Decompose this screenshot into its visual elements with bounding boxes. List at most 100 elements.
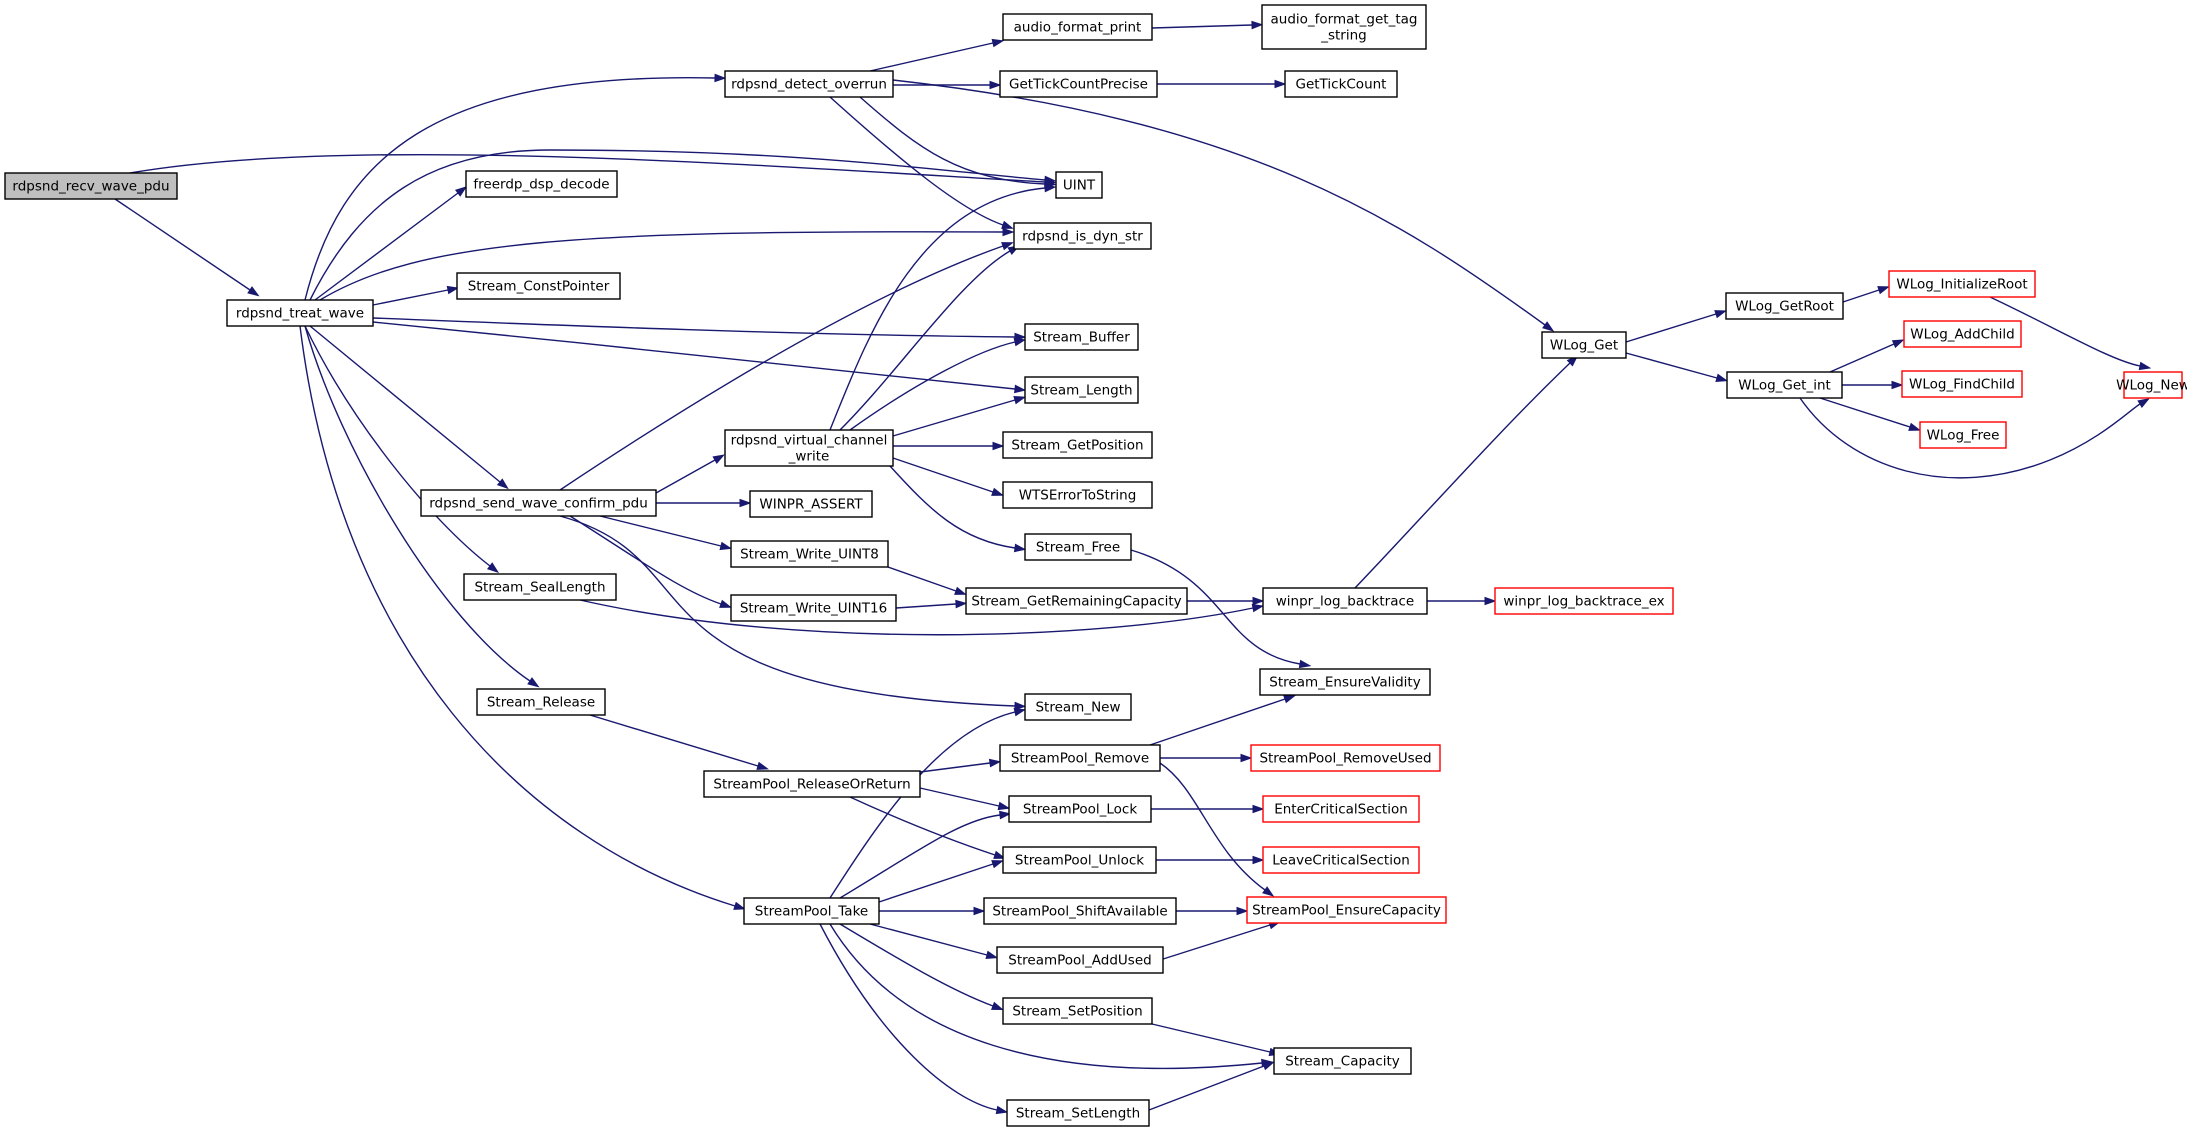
function-node[interactable]: Stream_Write_UINT16 (730, 594, 897, 622)
function-node[interactable]: Stream_GetRemainingCapacity (965, 587, 1188, 615)
function-node[interactable]: winpr_log_backtrace_ex (1494, 587, 1674, 615)
function-node[interactable]: UINT (1055, 171, 1103, 199)
node-box (1008, 795, 1152, 823)
node-box (983, 897, 1177, 925)
node-box (999, 70, 1158, 98)
node-label: StreamPool_RemoveUsed (1259, 751, 1431, 767)
call-edge (299, 325, 747, 910)
arrowhead-icon (1251, 20, 1264, 30)
node-box (1013, 222, 1152, 250)
call-edge (1149, 695, 1296, 746)
node-label: _write (788, 449, 830, 465)
node-box (4, 172, 178, 200)
node-box (476, 688, 606, 716)
function-node[interactable]: WLog_FindChild (1901, 370, 2023, 398)
node-label: WINPR_ASSERT (759, 497, 863, 513)
arrowhead-icon (2137, 398, 2150, 408)
edge-line (839, 250, 1011, 431)
function-node[interactable]: WINPR_ASSERT (749, 490, 873, 518)
function-node[interactable]: rdpsnd_send_wave_confirm_pdu (420, 489, 657, 517)
function-node[interactable]: audio_format_print (1002, 13, 1153, 41)
function-node[interactable]: Stream_Length (1024, 376, 1139, 404)
call-edge (1151, 20, 1264, 30)
function-node[interactable]: StreamPool_RemoveUsed (1250, 744, 1441, 772)
edge-line (1989, 296, 2141, 367)
edge-line (895, 603, 957, 609)
node-label: WLog_FindChild (1909, 377, 2015, 393)
node-box (1541, 331, 1627, 359)
call-edge (887, 566, 967, 595)
edge-line (309, 149, 1046, 301)
call-edge (1829, 339, 1905, 373)
call-edge (892, 79, 1555, 332)
function-node[interactable]: StreamPool_ShiftAvailable (983, 897, 1177, 925)
function-node[interactable]: audio_format_get_tag_string (1261, 4, 1427, 50)
node-box (1024, 533, 1132, 561)
function-node[interactable]: Stream_New (1024, 693, 1132, 721)
function-node[interactable]: Stream_Buffer (1024, 323, 1139, 351)
node-label: Stream_GetRemainingCapacity (971, 594, 1181, 610)
node-label: rdpsnd_is_dyn_str (1022, 229, 1143, 245)
function-node[interactable]: StreamPool_AddUsed (996, 946, 1164, 974)
node-label: rdpsnd_virtual_channel (731, 433, 888, 449)
function-node[interactable]: WLog_GetRoot (1725, 292, 1844, 320)
edge-line (569, 515, 722, 605)
function-node[interactable]: GetTickCountPrecise (999, 70, 1158, 98)
function-node[interactable]: freerdp_dsp_decode (465, 170, 618, 198)
node-label: Stream_Buffer (1033, 330, 1130, 346)
function-node[interactable]: rdpsnd_recv_wave_pdu (4, 172, 178, 200)
function-node[interactable]: WLog_AddChild (1903, 320, 2022, 348)
call-edge (829, 96, 1014, 229)
function-node[interactable]: winpr_log_backtrace (1262, 587, 1428, 615)
function-node[interactable]: rdpsnd_detect_overrun (724, 70, 894, 98)
function-node[interactable]: Stream_Release (476, 688, 606, 716)
function-node[interactable]: Stream_GetPosition (1002, 431, 1153, 459)
call-edge (1427, 596, 1497, 606)
function-node[interactable]: Stream_SealLength (463, 573, 617, 601)
call-edge (893, 80, 1002, 90)
call-edge (1151, 804, 1265, 814)
function-node[interactable]: Stream_EnsureValidity (1259, 668, 1431, 696)
function-node[interactable]: WLog_Get (1541, 331, 1627, 359)
function-node[interactable]: rdpsnd_treat_wave (226, 299, 374, 327)
function-node[interactable]: WLog_InitializeRoot (1888, 270, 2036, 298)
node-label: GetTickCount (1296, 77, 1387, 93)
edge-line (1151, 1023, 1271, 1053)
node-label: WTSErrorToString (1019, 488, 1137, 504)
function-node[interactable]: Stream_ConstPointer (456, 272, 621, 300)
function-node[interactable]: rdpsnd_is_dyn_str (1013, 222, 1152, 250)
arrowhead-icon (1251, 603, 1265, 613)
function-node[interactable]: WLog_Get_int (1726, 371, 1843, 399)
function-node[interactable]: Stream_Capacity (1273, 1047, 1412, 1075)
function-node[interactable]: StreamPool_Take (743, 897, 880, 925)
node-box (1024, 376, 1139, 404)
node-label: Stream_Free (1036, 540, 1120, 556)
function-node[interactable]: GetTickCount (1284, 70, 1398, 98)
function-node[interactable]: Stream_Write_UINT8 (730, 540, 889, 568)
function-node[interactable]: WLog_New (2116, 371, 2187, 399)
function-node[interactable]: EnterCriticalSection (1262, 795, 1420, 823)
function-node[interactable]: WLog_Free (1919, 421, 2007, 449)
arrowhead-icon (1236, 906, 1249, 916)
function-node[interactable]: StreamPool_Unlock (1002, 846, 1157, 874)
arrowhead-icon (1014, 701, 1027, 711)
function-node[interactable]: Stream_SetPosition (1002, 997, 1153, 1025)
node-box (730, 594, 897, 622)
node-label: EnterCriticalSection (1274, 802, 1408, 818)
function-node[interactable]: WTSErrorToString (1002, 481, 1153, 509)
function-node[interactable]: StreamPool_Remove (999, 744, 1161, 772)
function-node[interactable]: StreamPool_EnsureCapacity (1246, 896, 1447, 924)
call-edge (1989, 296, 2152, 371)
arrowhead-icon (756, 761, 770, 770)
function-node[interactable]: StreamPool_ReleaseOrReturn (703, 770, 921, 798)
call-edge (1354, 355, 1579, 589)
function-node[interactable]: Stream_SetLength (1006, 1099, 1150, 1127)
call-edge (309, 149, 1057, 301)
function-node[interactable]: StreamPool_Lock (1008, 795, 1152, 823)
arrowhead-icon (1274, 79, 1287, 89)
function-node[interactable]: LeaveCriticalSection (1262, 846, 1420, 874)
function-node[interactable]: rdpsnd_virtual_channel_write (724, 429, 894, 467)
function-node[interactable]: Stream_Free (1024, 533, 1132, 561)
call-edge (589, 714, 770, 770)
node-box (1903, 320, 2022, 348)
